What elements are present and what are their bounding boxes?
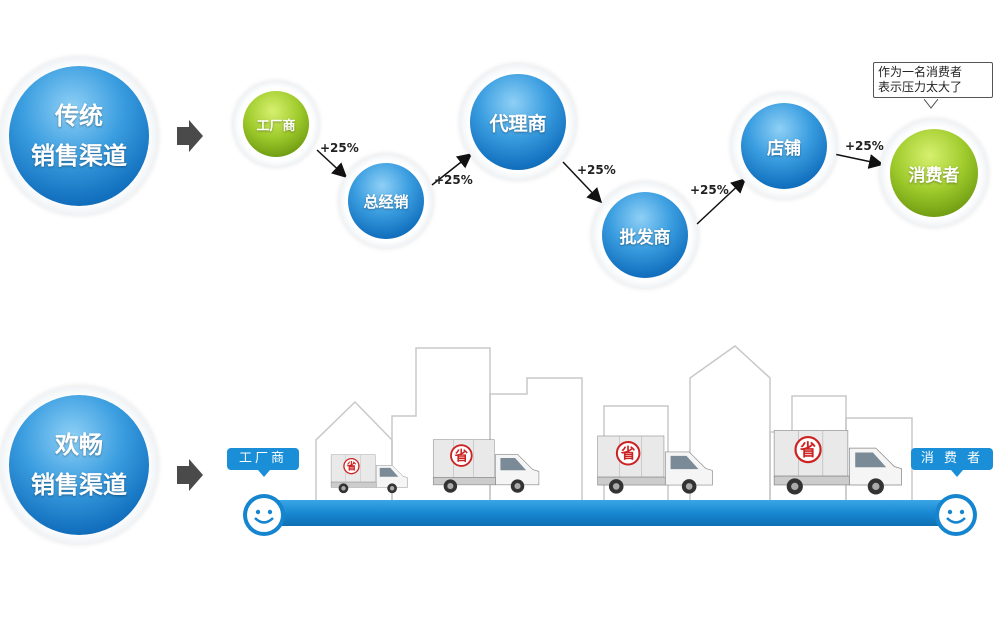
arrow-right-icon: [177, 120, 203, 152]
truck-badge: 省: [346, 460, 357, 473]
direct-channel-bar: [262, 500, 952, 526]
traditional-flow-arrows: [316, 149, 884, 225]
traditional-title-line1: 传统: [55, 102, 103, 130]
smiley-icon: [243, 494, 285, 536]
traditional-title-circle: 传统 销售渠道: [9, 66, 149, 206]
node-agent: 代理商: [470, 74, 566, 170]
tag-pointer: [258, 470, 270, 477]
consumer-speech-note: 作为一名消费者 表示压力太大了: [873, 62, 993, 98]
truck-badge: 省: [799, 440, 816, 459]
markup-label: +25%: [577, 163, 616, 177]
speech-pointer: [924, 99, 938, 109]
smiley-icon: [935, 494, 977, 536]
markup-label: +25%: [320, 141, 359, 155]
consumer-note-line2: 表示压力太大了: [878, 80, 963, 94]
happy-title-line2: 销售渠道: [31, 471, 127, 499]
start-label-factory: 工厂商: [227, 448, 299, 470]
markup-label: +25%: [845, 139, 884, 153]
truck-badge: 省: [620, 445, 636, 463]
node-general-distributor: 总经销: [348, 163, 424, 239]
node-store: 店铺: [741, 103, 827, 189]
truck-icon: 省: [330, 454, 408, 494]
markup-label: +25%: [690, 183, 729, 197]
happy-title-line1: 欢畅: [55, 431, 103, 459]
markup-label: +25%: [434, 173, 473, 187]
node-factory: 工厂商: [243, 91, 309, 157]
happy-title-circle: 欢畅 销售渠道: [9, 395, 149, 535]
tag-pointer: [951, 470, 963, 477]
truck-badge: 省: [454, 447, 469, 464]
node-consumer: 消费者: [890, 129, 978, 217]
truck-icon: 省: [432, 439, 540, 493]
node-wholesaler: 批发商: [602, 192, 688, 278]
truck-icon: 省: [597, 435, 713, 494]
truck-icon: 省: [773, 430, 902, 495]
end-label-consumer: 消 费 者: [911, 448, 993, 470]
traditional-title-line2: 销售渠道: [31, 142, 127, 170]
consumer-note-line1: 作为一名消费者: [878, 65, 963, 79]
arrow-right-icon: [177, 459, 203, 491]
